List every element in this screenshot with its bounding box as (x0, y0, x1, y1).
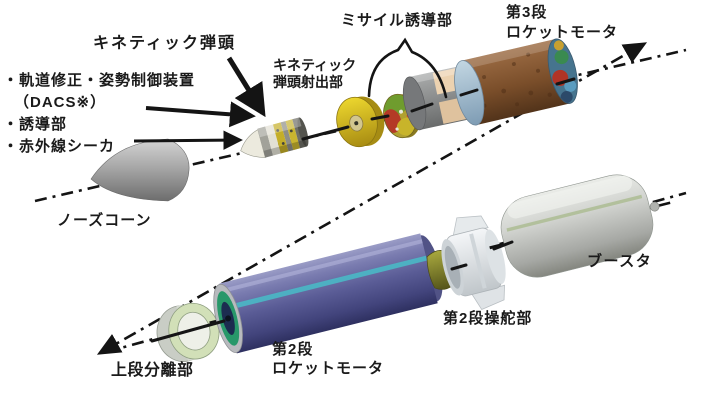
spec-arrow-2 (133, 130, 243, 150)
stage3-motor-shape (454, 38, 578, 126)
center-axis-line (96, 42, 648, 355)
steering-section-label: 第2段操舵部 (443, 310, 533, 327)
booster-label: ブースタ (587, 253, 653, 270)
nose-cone-label: ノーズコーン (57, 212, 152, 229)
stage3-motor-label: 第3段 ロケットモータ (506, 4, 619, 41)
kinetic-warhead-arrow (226, 56, 266, 118)
spec-list: ・軌道修正・姿勢制御装置 （DACS※） ・誘導部 ・赤外線シーカ (3, 70, 195, 158)
spec-item-guidance: ・誘導部 (3, 116, 68, 133)
spec-item-dacs-abbr: （DACS※） (14, 94, 107, 111)
stage2-motor-label: 第2段 ロケットモータ (272, 341, 385, 377)
spec-arrow-1 (145, 101, 256, 128)
ejection-section-label: キネティック 弾頭射出部 (273, 57, 357, 90)
steering-section-shape (441, 215, 506, 311)
booster-shape (489, 174, 671, 278)
kinetic-warhead-label: キネティック弾頭 (93, 35, 237, 52)
nose-cone-shape (90, 138, 190, 202)
ejection-disc-shape (336, 96, 385, 148)
kinetic-warhead-shape (240, 117, 309, 158)
spec-item-dacs: ・軌道修正・姿勢制御装置 (3, 72, 196, 89)
separation-section-label: 上段分離部 (111, 362, 194, 379)
axle-rods (150, 77, 576, 343)
missile-guidance-label: ミサイル誘導部 (341, 12, 454, 29)
stage2-motor-shape (209, 233, 443, 354)
guidance-bracket (367, 37, 448, 99)
spec-item-ir-seeker: ・赤外線シーカ (3, 138, 116, 155)
